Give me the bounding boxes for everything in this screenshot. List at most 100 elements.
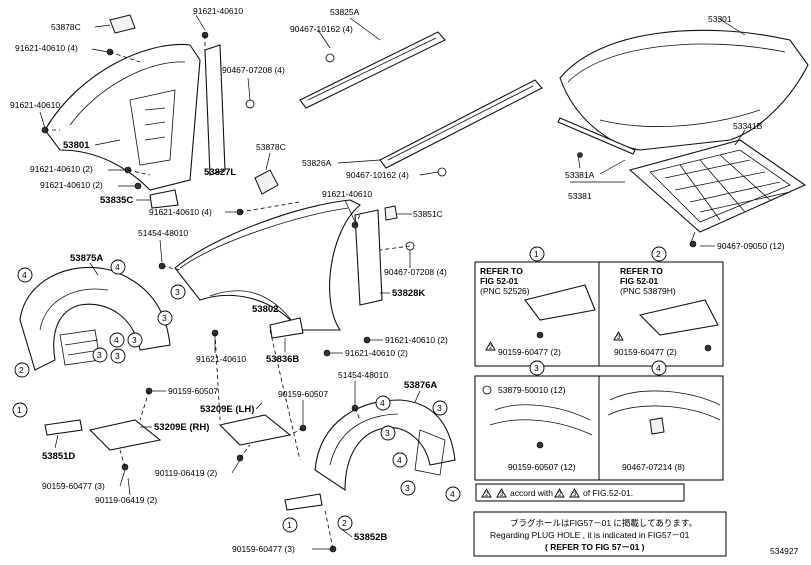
detail-1-ref-1: REFER TO [480, 266, 523, 276]
shield-53209E [88, 414, 292, 451]
label-51454-48010-b: 51454-48010 [338, 370, 388, 380]
label-53825A: 53825A [330, 7, 360, 17]
callout-4-d: 4 [375, 395, 391, 411]
callout-3-c: 3 [127, 332, 143, 348]
plug-hole-note: プラグホールはFIG57－01 に掲載してあります。 Regarding PLU… [473, 511, 727, 557]
label-90119-06419-b: 90119-06419 (2) [95, 495, 157, 505]
callout-3-f: 3 [432, 400, 448, 416]
bracket-53878C-mid [254, 169, 279, 195]
callout-4-f: 4 [445, 486, 461, 502]
detail-2-ref-2: FIG 52-01 [620, 276, 659, 286]
detail-2-ref-1: REFER TO [620, 266, 663, 276]
label-53878C-top: 53878C [51, 22, 81, 32]
svg-text:3: 3 [573, 492, 577, 498]
label-53802: 53802 [252, 304, 278, 315]
detail-box-1: 1 REFER TO FIG 52-01 (PNC 52526) 2 90159… [474, 246, 600, 367]
bracket-53878C-top [109, 14, 136, 34]
label-91621-40610-2b: 91621-40610 (2) [40, 180, 103, 190]
callout-4-e: 4 [392, 452, 408, 468]
svg-text:4: 4 [115, 262, 120, 272]
fender-bracket-53828K [354, 209, 383, 306]
detail-3-part-a: 53879-50010 (12) [498, 385, 566, 395]
fender-liner-53875A [19, 266, 171, 371]
callout-3-a: 3 [170, 284, 186, 300]
label-91621-40610-4: 91621-40610 (4) [15, 43, 78, 53]
label-53876A: 53876A [404, 380, 437, 391]
label-91621-40610-4b: 91621-40610 (4) [149, 207, 212, 217]
callout-2-a: 2 [14, 362, 30, 378]
label-53875A: 53875A [70, 253, 103, 264]
label-53878C-mid: 53878C [256, 142, 286, 152]
bracket-53836B [269, 317, 304, 339]
svg-text:3: 3 [175, 287, 180, 297]
svg-text:3: 3 [405, 483, 410, 493]
detail-box-2: 2 REFER TO FIG 52-01 (PNC 53879H) 3 9015… [598, 246, 724, 367]
hood-seal-53381 [557, 117, 636, 155]
label-91621-40610-2a: 91621-40610 (2) [30, 164, 93, 174]
label-91621-40610-2c: 91621-40610 (2) [385, 335, 448, 345]
label-90159-60477-3b: 90159-60477 (3) [232, 544, 295, 554]
detail-1-part: 90159-60477 (2) [498, 347, 561, 357]
label-90159-60477-3: 90159-60477 (3) [42, 481, 105, 491]
hood-53301 [559, 29, 809, 151]
svg-text:3: 3 [534, 363, 539, 373]
label-53801: 53801 [63, 140, 90, 151]
label-91621-40610-d: 91621-40610 [196, 354, 246, 364]
callout-4-b: 4 [110, 259, 126, 275]
label-53826A: 53826A [302, 158, 332, 168]
refer-note: ( REFER TO FIG 57－01 ) [545, 542, 645, 552]
label-53209E-LH: 53209E (LH) [200, 404, 254, 415]
svg-text:1: 1 [534, 249, 539, 259]
label-91621-40610-a: 91621-40610 [193, 6, 243, 16]
label-90467-09050: 90467-09050 (12) [717, 241, 785, 251]
label-53209E-RH: 53209E (RH) [154, 422, 209, 433]
callout-3-h: 3 [400, 480, 416, 496]
label-90159-60507-a: 90159-60507 [168, 386, 218, 396]
fender-liner-53876A [314, 399, 456, 492]
svg-text:4: 4 [380, 398, 385, 408]
svg-text:2: 2 [342, 518, 347, 528]
callout-3-d: 3 [92, 347, 108, 363]
bracket-53835C [149, 189, 179, 209]
svg-text:3: 3 [385, 428, 390, 438]
label-53828K: 53828K [392, 288, 425, 299]
label-53851D: 53851D [42, 451, 75, 462]
of-fig-text: of FIG.52-01. [583, 488, 633, 498]
detail-1-ref-2: FIG 52-01 [480, 276, 519, 286]
svg-text:3: 3 [500, 492, 504, 498]
fender-apron-53801 [44, 43, 201, 191]
detail-box-3: 3 53879-50010 (12) 90159-60507 (12) [474, 360, 600, 481]
callout-4-a: 4 [17, 267, 33, 283]
label-53835C: 53835C [100, 195, 133, 206]
hood-insulator-53341B [628, 139, 807, 233]
label-90467-07208-b: 90467-07208 (4) [384, 267, 447, 277]
label-53341B: 53341B [733, 121, 763, 131]
label-53381A: 53381A [565, 170, 595, 180]
label-53836B: 53836B [266, 354, 299, 365]
svg-text:3: 3 [437, 403, 442, 413]
flap-53852B [284, 493, 323, 511]
detail-box-4: 4 90467-07214 (8) [598, 360, 724, 481]
svg-text:2: 2 [656, 249, 661, 259]
callout-3-e: 3 [110, 348, 126, 364]
svg-text:2: 2 [19, 365, 24, 375]
detail-2-part: 90159-60477 (2) [614, 347, 677, 357]
label-53381: 53381 [568, 191, 592, 201]
jp-note: プラグホールはFIG57－01 に掲載してあります。 [510, 518, 697, 528]
label-91621-40610-c: 91621-40610 [322, 189, 372, 199]
svg-text:1: 1 [17, 405, 22, 415]
svg-text:4: 4 [22, 270, 27, 280]
svg-text:1: 1 [287, 520, 292, 530]
callout-2-b: 2 [337, 515, 353, 531]
label-53851C: 53851C [413, 209, 443, 219]
label-53301: 53301 [708, 14, 732, 24]
front-fender-53802 [174, 199, 361, 331]
svg-text:4: 4 [397, 455, 402, 465]
bracket-53827L [204, 44, 226, 176]
moulding-53825A [299, 31, 446, 109]
detail-4-part: 90467-07214 (8) [622, 462, 685, 472]
callout-4-c: 4 [109, 332, 125, 348]
svg-text:4: 4 [114, 335, 119, 345]
